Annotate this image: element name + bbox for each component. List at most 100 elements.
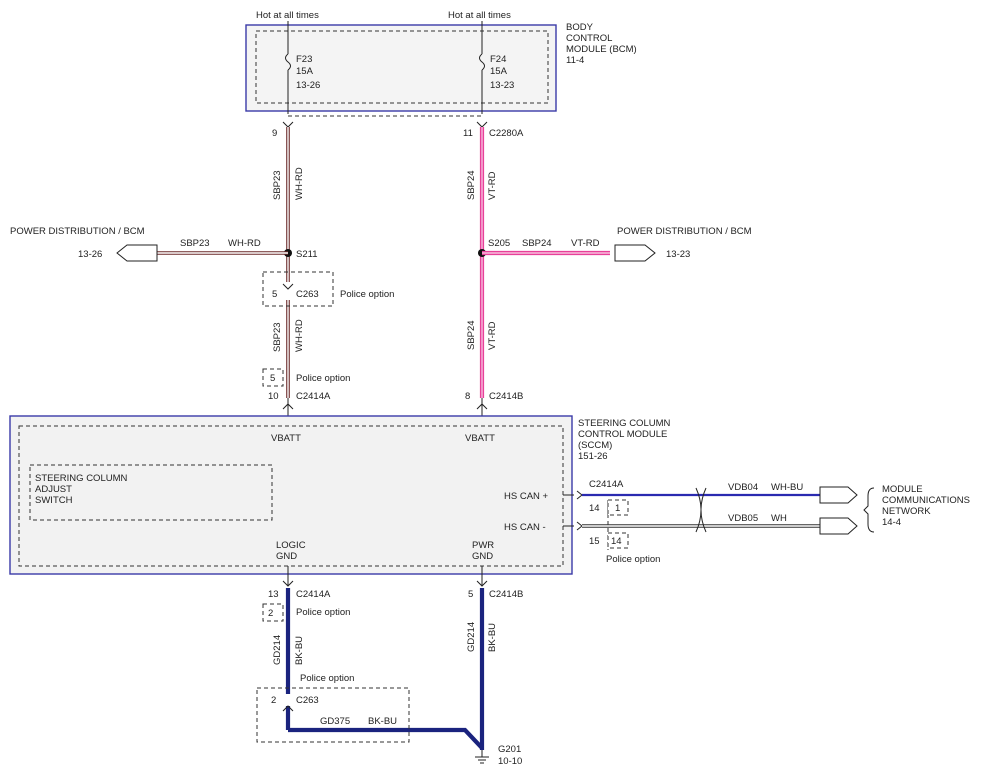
network-label-2: COMMUNICATIONS: [882, 495, 970, 506]
switch-label-3: SWITCH: [35, 495, 73, 506]
police-c263-label: Police option: [340, 289, 394, 300]
connector-chevron-5: [476, 580, 488, 587]
gd214-right-circuit: GD214: [466, 622, 477, 652]
can-police-plus-box: [607, 499, 629, 516]
sccm-box: [9, 415, 573, 575]
fuse-f23-name: F23: [296, 54, 312, 65]
bcm-module[interactable]: BODY CONTROL MODULE (BCM) 11-4: [245, 22, 637, 112]
c263-gnd-police-box: [256, 687, 410, 743]
connector-chevron-c263-gnd: [282, 705, 294, 712]
sbp24-color-mid: VT-RD: [487, 321, 498, 350]
vdb04-circuit: VDB04: [728, 482, 758, 493]
connector-chevron-11: [476, 121, 488, 128]
sccm-vbatt-right: VBATT: [465, 433, 495, 444]
sbp23-circuit-mid: SBP23: [272, 322, 283, 352]
steering-column-adjust-switch[interactable]: [29, 464, 273, 521]
conn-c2280a-label[interactable]: C2280A: [489, 128, 524, 139]
conn-c2414a-top-label[interactable]: C2414A: [296, 391, 331, 402]
ground-g201-icon[interactable]: [475, 750, 489, 764]
switch-label-1: STEERING COLUMN: [35, 473, 128, 484]
sccm-inner-dash: [18, 425, 564, 567]
sbp23-color-top: WH-RD: [294, 167, 305, 200]
dist-right-ref[interactable]: 13-23: [666, 249, 690, 260]
supply-left-label: Hot at all times: [256, 10, 319, 21]
fuse-f23-ref[interactable]: 13-26: [296, 80, 320, 91]
police-pin5-label: 5: [270, 373, 275, 384]
gnd-right-pin: 5: [468, 589, 473, 600]
sbp23-color-mid: WH-RD: [294, 319, 305, 352]
gnd-police-pin2: 2: [268, 608, 273, 619]
c263-gnd-conn[interactable]: C263: [296, 695, 319, 706]
dist-left-ref[interactable]: 13-26: [78, 249, 102, 260]
police-pin5-box: [262, 368, 284, 387]
pwr-gnd-label-2: GND: [472, 551, 493, 562]
bcm-box: [245, 24, 557, 112]
pin-9-label: 9: [272, 128, 277, 139]
connector-chevron-can-plus: [576, 490, 583, 500]
c263-gnd-police-label: Police option: [300, 673, 354, 684]
network-label-4: 14-4: [882, 517, 901, 528]
hs-can-minus-label: HS CAN -: [504, 522, 546, 533]
can-police-minus-box: [607, 532, 629, 549]
gnd-police-pin2-box: [262, 603, 284, 622]
connector-chevron-c263: [282, 283, 294, 290]
conn-c2414b-top-label[interactable]: C2414B: [489, 391, 523, 402]
gnd-police-label: Police option: [296, 607, 350, 618]
sccm-module[interactable]: [9, 415, 573, 575]
bcm-title-2: CONTROL: [566, 33, 612, 44]
gd375-circuit: GD375: [320, 716, 350, 727]
logic-gnd-label-1: LOGIC: [276, 540, 306, 551]
c263-gnd-pin: 2: [271, 695, 276, 706]
bcm-title-3: MODULE (BCM): [566, 44, 637, 55]
network-brace-icon: [863, 487, 875, 533]
gnd-left-pin: 13: [268, 589, 279, 600]
can-police-label: Police option: [606, 554, 660, 565]
network-arrow-plus-icon[interactable]: [819, 486, 858, 504]
sbp24-dist-circuit: SBP24: [522, 238, 552, 249]
sbp23-dist-color: WH-RD: [228, 238, 261, 249]
pin-8-label: 8: [465, 391, 470, 402]
network-arrow-minus-icon[interactable]: [819, 517, 858, 535]
police-pin5-option: Police option: [296, 373, 350, 384]
network-label-1: MODULE: [882, 484, 923, 495]
gd214-left-circuit: GD214: [272, 635, 283, 665]
can-minus-pin: 15: [589, 536, 600, 547]
g201-ref[interactable]: 10-10: [498, 756, 522, 767]
sbp24-circuit-mid: SBP24: [466, 320, 477, 350]
pin-10-label: 10: [268, 391, 279, 402]
can-minus-pin-alt: 14: [611, 536, 622, 547]
fuse-f23-symbol[interactable]: [285, 53, 291, 71]
splice-s205-label: S205: [488, 238, 510, 249]
gnd-left-conn[interactable]: C2414A: [296, 589, 331, 600]
sbp24-circuit-top: SBP24: [466, 170, 477, 200]
police-c263-box: [262, 271, 334, 307]
logic-gnd-label-2: GND: [276, 551, 297, 562]
fuse-f24-ref[interactable]: 13-23: [490, 80, 514, 91]
gd214-left-color: BK-BU: [294, 636, 305, 665]
pin-11-label: 11: [463, 128, 473, 139]
fuse-f24-rating: 15A: [490, 66, 508, 77]
fuse-f24-symbol[interactable]: [479, 53, 485, 71]
vdb04-color: WH-BU: [771, 482, 803, 493]
fuse-f23-rating: 15A: [296, 66, 314, 77]
wire-gd375[interactable]: [288, 727, 484, 750]
dist-left-label: POWER DISTRIBUTION / BCM: [10, 226, 145, 237]
vdb05-circuit: VDB05: [728, 513, 758, 524]
supply-right-label: Hot at all times: [448, 10, 511, 21]
dist-left-arrow-icon[interactable]: [116, 244, 158, 262]
connector-chevron-can-minus: [576, 521, 583, 531]
police-c263-pin: 5: [272, 289, 277, 300]
network-label-3: NETWORK: [882, 506, 931, 517]
can-conn-label[interactable]: C2414A: [589, 479, 624, 490]
bcm-title-4: 11-4: [566, 55, 584, 66]
sccm-title-1: STEERING COLUMN: [578, 418, 671, 429]
splice-s211-label: S211: [296, 249, 317, 260]
sbp23-dist-circuit: SBP23: [180, 238, 210, 249]
sccm-title-2: CONTROL MODULE: [578, 429, 667, 440]
sbp24-color-top: VT-RD: [487, 171, 498, 200]
dist-right-arrow-icon[interactable]: [614, 244, 656, 262]
gnd-right-conn[interactable]: C2414B: [489, 589, 523, 600]
police-c263-conn[interactable]: C263: [296, 289, 319, 300]
